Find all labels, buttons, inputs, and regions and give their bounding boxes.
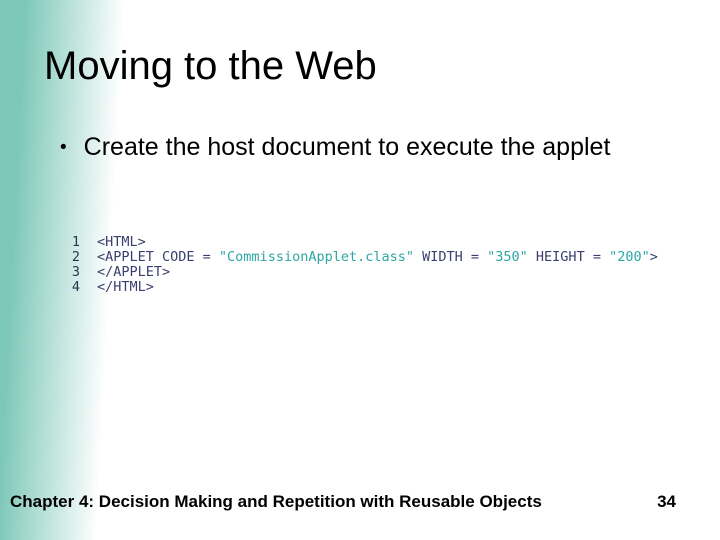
code-line: 3 </APPLET>	[70, 265, 658, 280]
code-line: 1 <HTML>	[70, 235, 658, 250]
code-line-text: </APPLET>	[97, 264, 171, 280]
footer-chapter-label: Chapter 4: Decision Making and Repetitio…	[10, 492, 542, 511]
code-line-text: </HTML>	[97, 279, 154, 295]
bullet-text: Create the host document to execute the …	[83, 133, 611, 161]
page-title: Moving to the Web	[44, 44, 377, 88]
left-gradient-bar	[0, 0, 132, 540]
code-line-number: 4	[71, 279, 80, 295]
code-line: 2 <APPLET CODE = "CommissionApplet.class"…	[70, 250, 658, 265]
code-line-number: 2	[71, 249, 80, 265]
code-line-number: 1	[71, 234, 80, 250]
code-line-text: <APPLET CODE = "CommissionApplet.class" …	[97, 249, 658, 265]
code-line: 4 </HTML>	[70, 280, 658, 295]
code-line-number: 3	[71, 264, 80, 280]
page-number: 34	[657, 492, 676, 511]
code-line-text: <HTML>	[97, 234, 146, 250]
bullet-point-icon: •	[60, 137, 67, 158]
code-snippet: 1 <HTML> 2 <APPLET CODE = "CommissionApplet…	[70, 235, 658, 295]
bullet-item: • Create the host document to execute th…	[60, 132, 610, 163]
